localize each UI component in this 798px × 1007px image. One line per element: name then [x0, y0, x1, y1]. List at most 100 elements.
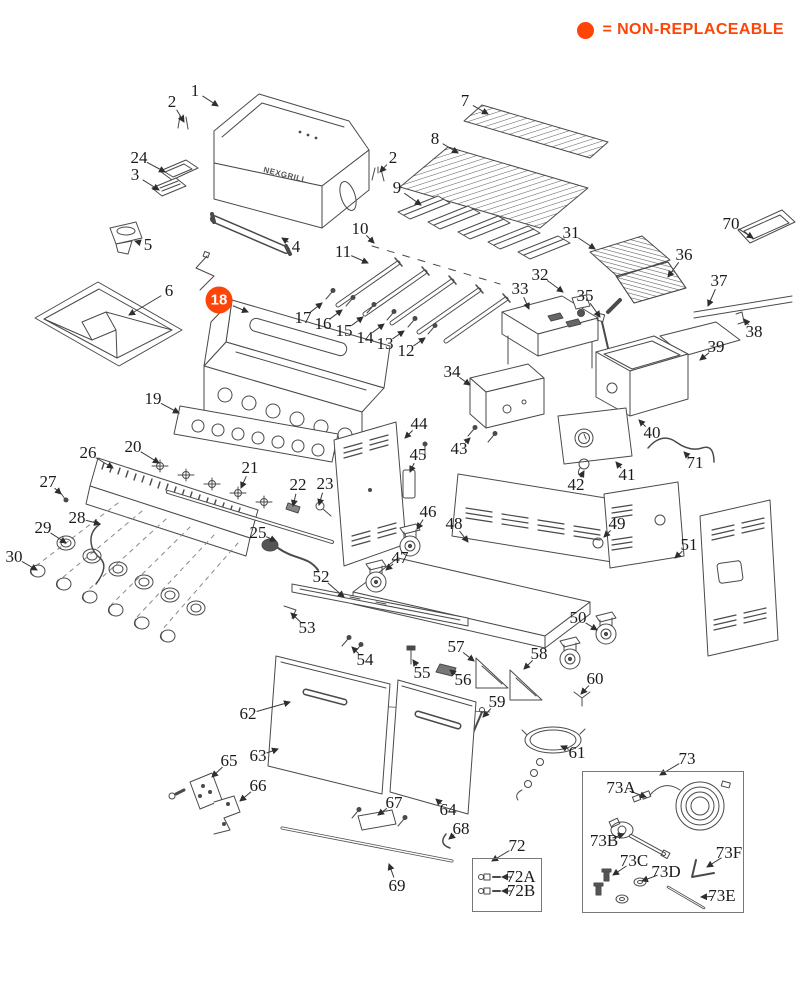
part-label-73E: 73E — [708, 886, 736, 905]
left-door-drawing — [267, 655, 391, 795]
guide-dashes — [371, 245, 501, 285]
part-label-73C: 73C — [619, 851, 649, 870]
hinge-bracket-drawing — [213, 795, 241, 835]
part-label-58: 58 — [530, 644, 548, 663]
part-label-36: 36 — [675, 245, 693, 264]
part-label-59: 59 — [488, 692, 506, 711]
caster-drawing — [595, 611, 617, 645]
part-label-62: 62 — [239, 704, 257, 723]
part-label-35: 35 — [576, 286, 594, 305]
part-label-55: 55 — [413, 663, 431, 682]
part-label-18: 18 — [205, 286, 233, 314]
side-tray-drawing — [737, 209, 796, 244]
part-label-73: 73 — [678, 749, 696, 768]
part-label-49: 49 — [608, 514, 626, 533]
part-label-70: 70 — [722, 214, 740, 233]
part-label-38: 38 — [745, 322, 763, 341]
non-replaceable-dot-icon — [576, 21, 594, 39]
grease-cup-drawing — [109, 221, 143, 255]
cooking-grate-drawing — [399, 146, 589, 229]
part-label-67: 67 — [385, 793, 403, 812]
part-label-42: 42 — [567, 475, 585, 494]
side-shelf-drawing — [501, 295, 599, 369]
small-clip-drawing — [442, 833, 451, 849]
grease-tray-drawing — [34, 281, 183, 367]
part-label-26: 26 — [79, 443, 97, 462]
heat-plates-drawing — [397, 195, 571, 260]
part-label-68: 68 — [452, 819, 470, 838]
part-label-19: 19 — [144, 389, 162, 408]
part-label-27: 27 — [39, 472, 57, 491]
part-label-61: 61 — [568, 743, 586, 762]
part-label-25: 25 — [249, 523, 267, 542]
flat-plate-drawing — [659, 321, 741, 357]
part-label-10: 10 — [351, 219, 369, 238]
part-label-6: 6 — [164, 281, 174, 300]
part-label-54: 54 — [356, 650, 374, 669]
hood-drawing: NEXGRILL — [213, 93, 370, 229]
part-label-50: 50 — [569, 608, 587, 627]
part-label-5: 5 — [143, 235, 153, 254]
part-label-65: 65 — [220, 751, 238, 770]
heat-shield-drawing — [173, 405, 339, 463]
battery-drawing — [402, 469, 416, 499]
side-burner-box-drawing — [595, 335, 689, 417]
right-side-panel-drawing — [699, 499, 779, 657]
part-label-47: 47 — [391, 548, 409, 567]
part-label-72A: 72A — [506, 867, 536, 886]
part-label-71: 71 — [686, 453, 704, 472]
part-label-31: 31 — [562, 223, 580, 242]
part-label-40: 40 — [643, 423, 661, 442]
part-label-2: 2 — [167, 92, 177, 111]
part-label-16: 16 — [314, 314, 332, 333]
part-label-22: 22 — [289, 475, 307, 494]
knobs-drawing — [29, 564, 176, 643]
part-label-51: 51 — [680, 535, 698, 554]
manifold-fittings-drawing — [261, 501, 332, 571]
part-label-72: 72 — [508, 836, 526, 855]
part-label-29: 29 — [34, 518, 52, 537]
part-label-56: 56 — [454, 670, 472, 689]
part-label-7: 7 — [460, 91, 470, 110]
small-bracket-drawing — [735, 311, 745, 325]
cart-shelf-drawing — [352, 557, 591, 649]
right-door-drawing — [389, 679, 477, 815]
part-label-45: 45 — [409, 445, 427, 464]
long-rod-drawing — [280, 826, 454, 863]
part-label-37: 37 — [710, 271, 728, 290]
part-label-66: 66 — [249, 776, 267, 795]
electrode-drawing — [596, 312, 609, 349]
part-label-43: 43 — [450, 439, 468, 458]
part-label-17: 17 — [294, 308, 312, 327]
part-label-15: 15 — [335, 321, 353, 340]
hood-logo-text: NEXGRILL — [263, 165, 308, 184]
wire-harness-drawing — [90, 523, 105, 585]
part-label-28: 28 — [68, 508, 86, 527]
part-label-53: 53 — [298, 618, 316, 637]
part-label-44: 44 — [410, 414, 428, 433]
handle-drawing — [210, 212, 292, 256]
left-cart-panel-drawing — [333, 421, 407, 567]
part-label-23: 23 — [316, 474, 334, 493]
part-label-20: 20 — [124, 437, 142, 456]
cart-back-panel-drawing — [451, 473, 619, 563]
control-panel-drawing — [35, 457, 259, 632]
tank-ring-drawing — [516, 726, 586, 801]
part-label-3: 3 — [130, 165, 140, 184]
wire-clip-drawing — [195, 250, 215, 291]
part-label-41: 41 — [618, 465, 636, 484]
component-box-drawing — [469, 363, 545, 429]
part-label-39: 39 — [707, 337, 725, 356]
part-label-33: 33 — [511, 279, 529, 298]
logo-plate-drawing — [151, 159, 199, 197]
part-label-2b: 2 — [388, 148, 398, 167]
part-label-72B: 72B — [506, 881, 536, 900]
tank-rod-drawing — [443, 707, 485, 777]
part-label-9: 9 — [392, 178, 402, 197]
part-label-48: 48 — [445, 514, 463, 533]
part-label-73B: 73B — [589, 831, 619, 850]
part-label-1: 1 — [190, 81, 200, 100]
part-label-21: 21 — [241, 458, 259, 477]
part-label-8: 8 — [430, 129, 440, 148]
